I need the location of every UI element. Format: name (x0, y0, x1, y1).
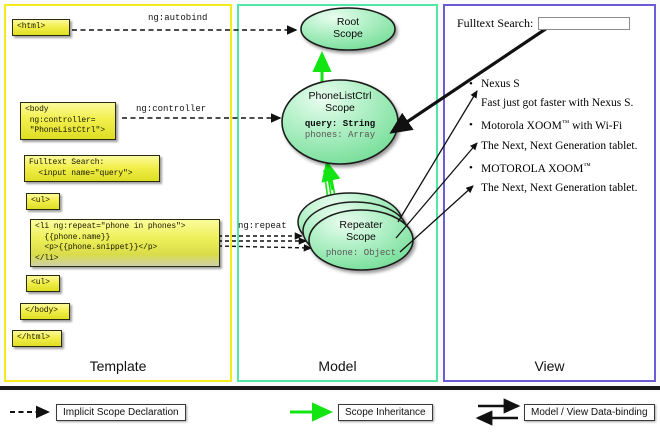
legend: Implicit Scope Declaration Scope Inherit… (0, 392, 660, 435)
code-body-tag: <body ng:controller= "PhoneListCtrl"> (20, 102, 116, 140)
code-li-repeat: <li ng:repeat="phone in phones"> {{phone… (30, 219, 220, 268)
panel-template-label: Template (89, 358, 147, 374)
list-item[interactable]: • Motorola XOOM™ with Wi-Fi The Next, Ne… (469, 119, 650, 152)
view-search-input[interactable] (538, 17, 631, 30)
list-item-snippet: The Next, Next Generation tablet. (481, 182, 638, 195)
label-ng-repeat: ng:repeat (238, 221, 287, 231)
trademark-icon: ™ (561, 118, 570, 128)
legend-item-scope-inheritance: Scope Inheritance (338, 404, 433, 421)
legend-label: Model / View Data-binding (524, 404, 655, 421)
legend-label: Scope Inheritance (338, 404, 433, 421)
legend-label: Implicit Scope Declaration (56, 404, 186, 421)
list-item[interactable]: • Nexus S Fast just got faster with Nexu… (469, 78, 650, 110)
list-item[interactable]: • MOTOROLA XOOM™ The Next, Next Generati… (469, 160, 650, 195)
list-item-suffix: with Wi-Fi (569, 120, 623, 133)
list-item-snippet: The Next, Next Generation tablet. (481, 139, 638, 152)
label-ng-autobind: ng:autobind (148, 13, 208, 23)
panel-model-label: Model (318, 358, 357, 374)
code-ul-open-tag: <ul> (26, 193, 60, 210)
list-item-title: Motorola XOOM (481, 120, 562, 133)
list-item-title: Nexus S (481, 78, 520, 90)
list-bullet-icon: • (469, 161, 473, 174)
list-bullet-icon: • (469, 78, 473, 90)
code-body-close-tag: </body> (20, 303, 70, 320)
label-ng-controller: ng:controller (136, 104, 207, 114)
list-item-title: MOTOROLA XOOM (481, 162, 584, 175)
code-ul-close-tag: <ul> (26, 275, 60, 292)
view-phone-list: • Nexus S Fast just got faster with Nexu… (469, 78, 650, 204)
list-bullet-icon: • (469, 119, 473, 132)
view-content: Fulltext Search: • Nexus S Fast just got… (443, 4, 656, 382)
view-search-row: Fulltext Search: (457, 16, 631, 31)
code-html-open-tag: <html> (12, 19, 70, 36)
legend-item-implicit-scope-declaration: Implicit Scope Declaration (56, 404, 186, 421)
trademark-icon: ™ (583, 160, 591, 170)
code-html-close-tag: </html> (12, 330, 62, 347)
code-fulltext-search: Fulltext Search: <input name="query"> (24, 155, 160, 183)
panel-model: Model (237, 4, 438, 382)
legend-divider (0, 386, 660, 390)
list-item-snippet: Fast just got faster with Nexus S. (481, 97, 634, 110)
legend-item-model-view-data-binding: Model / View Data-binding (524, 404, 655, 421)
panel-view-label: View (534, 358, 565, 374)
view-search-label: Fulltext Search: (457, 16, 534, 30)
